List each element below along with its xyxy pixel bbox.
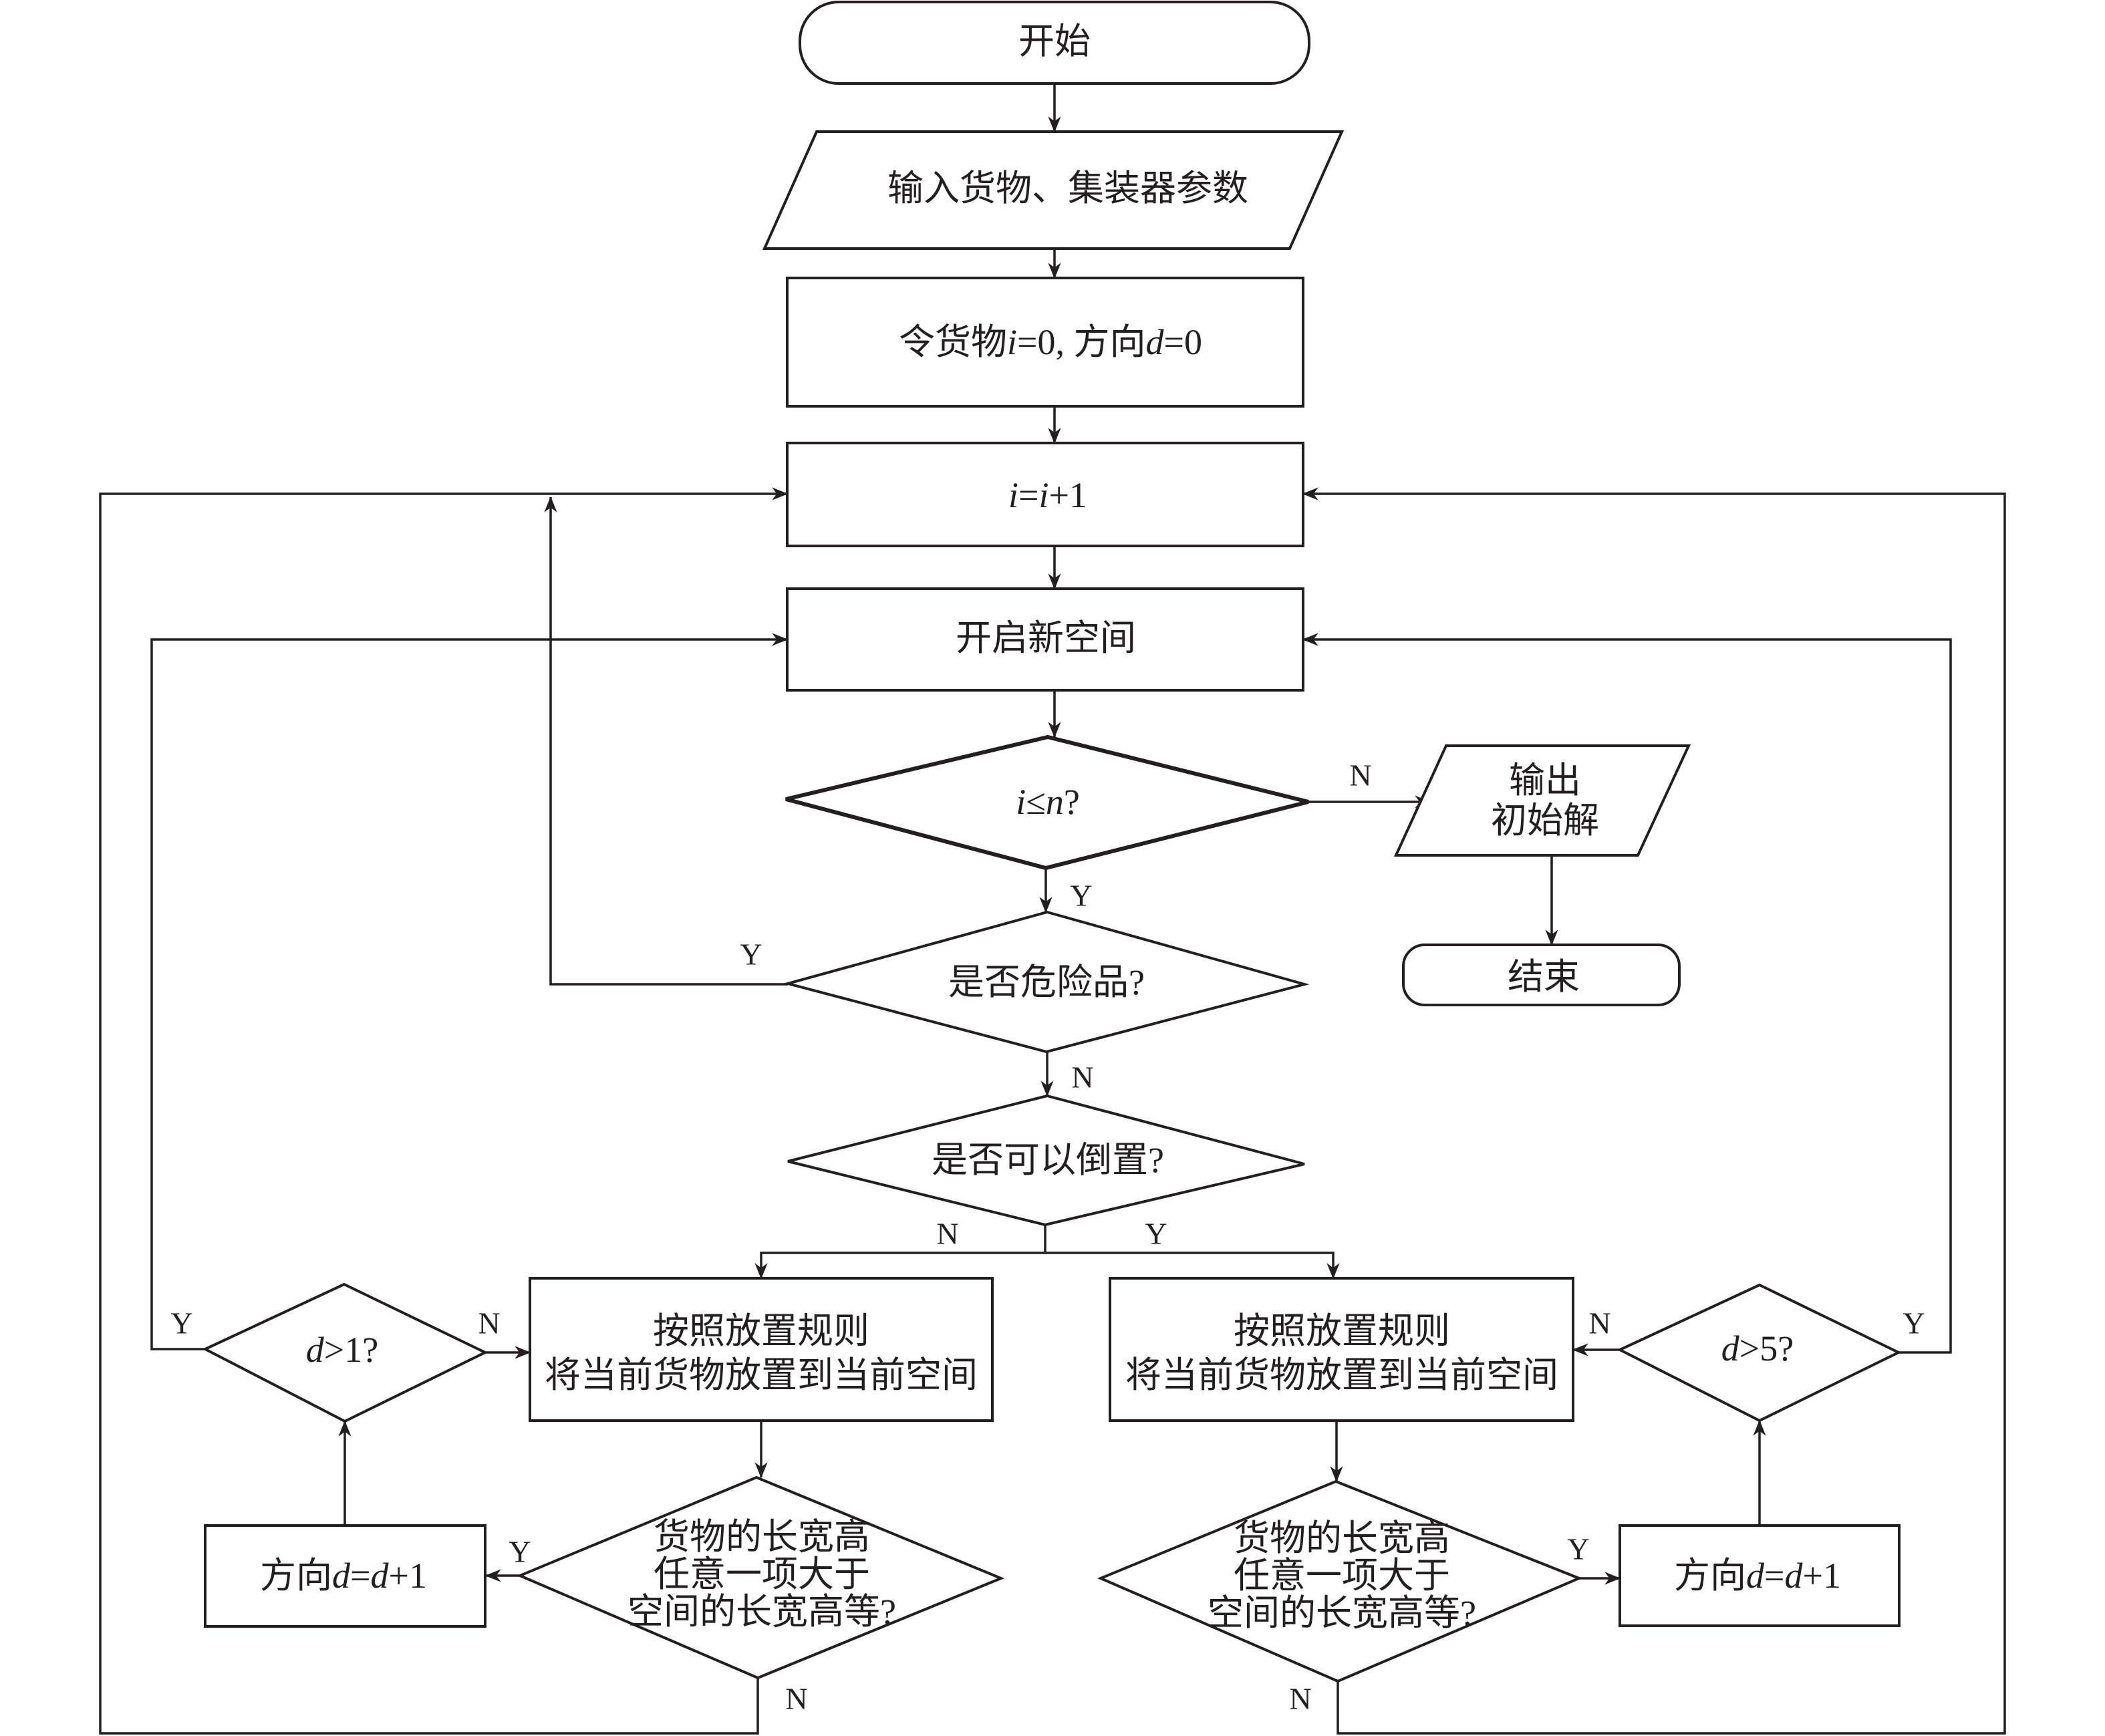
check-dim-right-line-3: 空间的长宽高等?	[1208, 1593, 1476, 1633]
init-label: 令货物i=0, 方向d=0	[899, 322, 1202, 362]
place-right-line-1: 按照放置规则	[1234, 1311, 1450, 1351]
node-check-i: i≤n?	[785, 734, 1309, 871]
node-dangerous: 是否危险品?	[783, 910, 1310, 1054]
input-parallelogram	[762, 130, 1345, 250]
label-check-dim-right-y: Y	[1567, 1532, 1589, 1566]
end-label: 结束	[1508, 957, 1580, 997]
new-space-label: 开启新空间	[956, 618, 1136, 658]
edge-checkdimleft-increment	[99, 487, 789, 1735]
dangerous-diamond	[783, 910, 1310, 1054]
edge-dgt1-newspace	[150, 633, 789, 1350]
output-parallelogram	[1393, 744, 1691, 857]
label-check-i-n: N	[1349, 758, 1371, 792]
edge-labels: N Y Y N N Y Y N N Y Y N Y N	[170, 758, 1925, 1716]
dir-left-label: 方向d=d+1	[260, 1556, 427, 1596]
node-dir-right: 方向d=d+1	[1619, 1524, 1901, 1627]
label-d-gt-1-y: Y	[170, 1306, 192, 1340]
input-label: 输入货物、集装器参数	[887, 168, 1248, 208]
label-d-gt-5-y: Y	[1903, 1306, 1925, 1340]
label-d-gt-5-n: N	[1588, 1306, 1610, 1340]
node-check-dim-right: 货物的长宽高 任意一项大于 空间的长宽高等?	[1097, 1479, 1583, 1683]
node-output: 输出 初始解	[1393, 744, 1691, 857]
place-right-box	[1109, 1277, 1574, 1422]
node-increment: i=i+1	[786, 442, 1304, 547]
label-check-dim-right-n: N	[1289, 1682, 1311, 1716]
node-dir-left: 方向d=d+1	[204, 1524, 486, 1628]
check-dim-right-diamond	[1097, 1479, 1583, 1683]
node-d-gt-5: d>5?	[1617, 1283, 1902, 1423]
init-box	[786, 277, 1304, 408]
output-label-line-2: 初始解	[1491, 801, 1599, 841]
edge-invertible-place-right	[1045, 1252, 1340, 1280]
check-dim-left-diamond	[516, 1475, 1005, 1680]
place-left-line-2: 将当前货物放置到当前空间	[545, 1355, 978, 1395]
check-dim-right-line-1: 货物的长宽高	[1234, 1518, 1450, 1558]
dir-left-box	[204, 1524, 486, 1628]
output-label-line-1: 输出	[1509, 760, 1581, 801]
edge-dangerous-increment	[544, 496, 788, 986]
check-dim-left-line-1: 货物的长宽高	[654, 1517, 870, 1557]
node-place-left: 按照放置规则 将当前货物放置到当前空间	[529, 1277, 994, 1422]
d-gt-5-diamond	[1617, 1283, 1902, 1423]
label-invertible-y: Y	[1145, 1217, 1167, 1251]
node-end: 结束	[1402, 944, 1681, 1006]
start-label: 开始	[1018, 21, 1091, 61]
label-check-i-y: Y	[1070, 879, 1092, 913]
check-dim-left-line-3: 空间的长宽高等?	[627, 1592, 896, 1632]
place-right-line-2: 将当前货物放置到当前空间	[1125, 1355, 1558, 1395]
label-check-dim-left-y: Y	[509, 1535, 531, 1569]
dir-right-box	[1619, 1524, 1901, 1627]
node-place-right: 按照放置规则 将当前货物放置到当前空间	[1109, 1277, 1574, 1422]
node-start: 开始	[799, 1, 1310, 85]
end-terminator	[1402, 944, 1681, 1006]
increment-label: i=i+1	[1008, 475, 1087, 515]
check-dim-right-line-2: 任意一项大于	[1234, 1556, 1450, 1596]
new-space-box	[786, 587, 1304, 692]
connectors	[99, 84, 2006, 1735]
check-i-diamond	[785, 734, 1309, 871]
d-gt-1-label: d>1?	[306, 1330, 378, 1370]
label-check-dim-left-n: N	[785, 1682, 807, 1716]
node-init: 令货物i=0, 方向d=0	[786, 277, 1304, 408]
check-i-label: i≤n?	[1016, 782, 1080, 822]
label-dangerous-n: N	[1071, 1060, 1093, 1095]
node-invertible: 是否可以倒置?	[787, 1094, 1305, 1227]
label-d-gt-1-n: N	[478, 1306, 500, 1340]
d-gt-1-diamond	[202, 1282, 488, 1423]
place-left-box	[529, 1277, 994, 1422]
node-new-space: 开启新空间	[786, 587, 1304, 692]
label-invertible-n: N	[936, 1217, 958, 1251]
node-d-gt-1: d>1?	[202, 1282, 488, 1423]
edge-dgt5-newspace	[1302, 633, 1952, 1354]
place-left-line-1: 按照放置规则	[653, 1311, 869, 1351]
invertible-diamond	[787, 1094, 1305, 1227]
edge-checkdimright-increment	[1302, 487, 2006, 1735]
node-input: 输入货物、集装器参数	[762, 130, 1345, 250]
d-gt-5-label: d>5?	[1721, 1328, 1794, 1368]
start-terminator	[799, 1, 1310, 85]
label-dangerous-y: Y	[740, 937, 762, 972]
dangerous-label: 是否危险品?	[948, 962, 1145, 1002]
increment-box	[786, 442, 1304, 547]
dir-right-label: 方向d=d+1	[1674, 1556, 1841, 1596]
check-dim-left-line-2: 任意一项大于	[654, 1554, 870, 1594]
edge-invertible-place-left	[754, 1252, 1045, 1280]
invertible-label: 是否可以倒置?	[932, 1140, 1164, 1180]
node-check-dim-left: 货物的长宽高 任意一项大于 空间的长宽高等?	[516, 1475, 1005, 1680]
